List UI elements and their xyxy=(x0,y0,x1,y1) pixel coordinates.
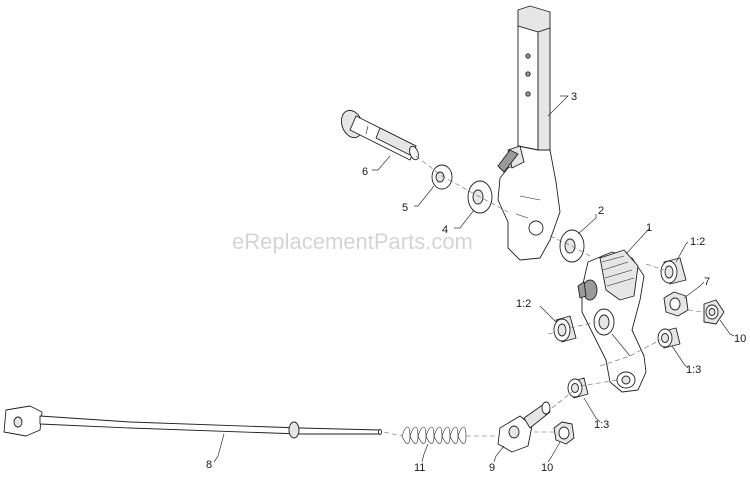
callout-1-3-right: 1:3 xyxy=(686,364,701,376)
watermark: eReplacementParts.com xyxy=(232,229,473,254)
callout-10-lower: 10 xyxy=(541,462,553,474)
callout-3: 3 xyxy=(571,91,577,103)
callout-leaders xyxy=(213,95,735,463)
callout-4: 4 xyxy=(442,224,448,236)
callout-1-2-right: 1:2 xyxy=(690,236,705,248)
part-5-washer xyxy=(431,164,453,190)
callout-1-2-left: 1:2 xyxy=(516,298,531,310)
callout-8: 8 xyxy=(206,459,212,471)
callout-10-upper: 10 xyxy=(734,333,746,345)
part-1-3-spacer-right xyxy=(657,327,681,349)
callout-1: 1 xyxy=(646,222,652,234)
callout-5: 5 xyxy=(402,202,408,214)
callout-2: 2 xyxy=(598,205,604,217)
callout-6: 6 xyxy=(362,166,368,178)
part-9-rod-end xyxy=(497,401,551,453)
part-1-pivot-bracket xyxy=(577,249,647,393)
part-8-control-rod xyxy=(3,405,382,439)
part-10-nut-lower xyxy=(553,421,575,445)
part-7-nut xyxy=(663,291,689,317)
part-11-spring xyxy=(401,426,467,444)
part-1-2-bushing-left xyxy=(553,315,577,343)
callout-labels: 3 6 5 4 2 1 1:2 7 10 1:2 1:3 1:3 8 11 9 … xyxy=(206,91,746,474)
part-1-2-bushing-right xyxy=(660,257,687,285)
assembly-axes xyxy=(383,155,705,437)
part-1-3-spacer-lower xyxy=(567,377,589,399)
callout-1-3-lower: 1:3 xyxy=(594,419,609,431)
callout-9: 9 xyxy=(489,462,495,474)
callout-11: 11 xyxy=(414,462,425,474)
part-6-shoulder-bolt xyxy=(341,109,419,161)
part-10-nut-upper xyxy=(703,299,725,325)
callout-7: 7 xyxy=(704,276,710,288)
part-3-lever-bar xyxy=(497,5,561,261)
